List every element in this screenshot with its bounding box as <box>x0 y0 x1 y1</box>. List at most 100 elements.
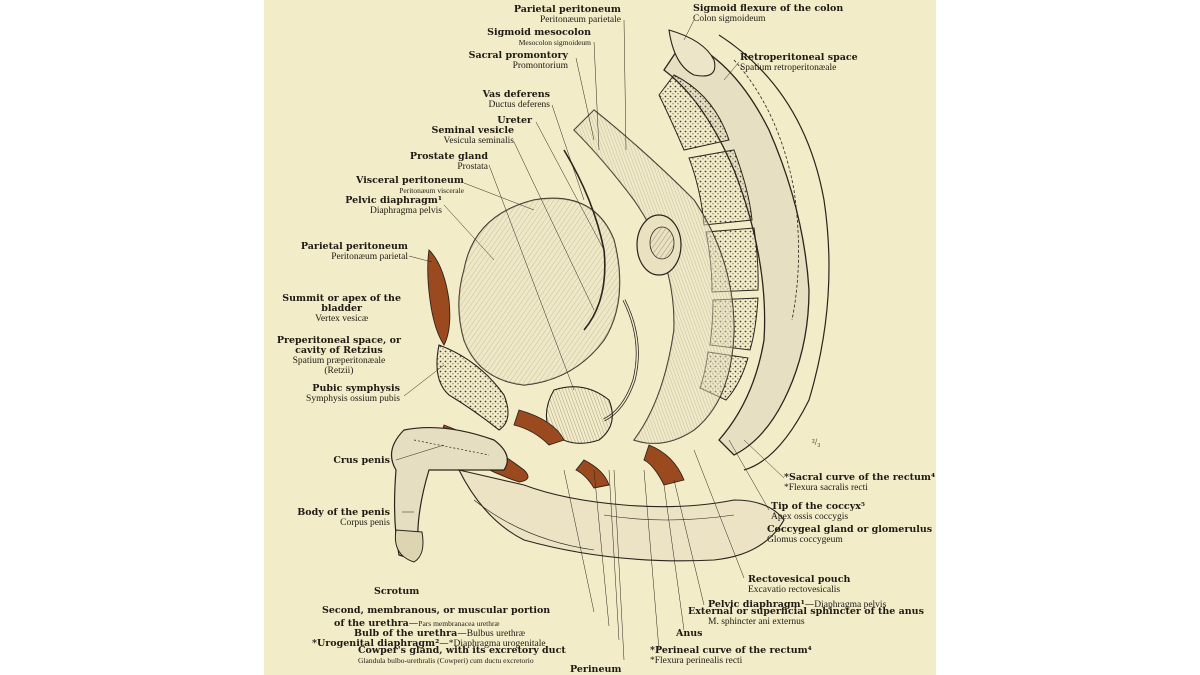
label-sigmoid-mesocolon: Sigmoid mesocolon Mesocolon sigmoideum <box>487 28 591 48</box>
label-en: Parietal peritoneum <box>300 241 408 252</box>
label-en: Cowper's gland, with its excretory duct <box>358 645 566 656</box>
label-en: *Sacral curve of the rectum⁴ <box>784 472 936 483</box>
label-la: Bulbus urethræ <box>466 629 526 639</box>
label-retroperitoneal-space: Retroperitoneal space Spatium retroperit… <box>740 52 858 74</box>
perineal-muscle <box>575 459 610 489</box>
sacral-vertebra-2 <box>688 149 753 226</box>
label-en: Parietal peritoneum <box>513 4 621 15</box>
label-en: Perineum <box>570 664 622 675</box>
label-la: *Flexura sacralis recti <box>784 483 868 493</box>
label-en: Visceral peritoneum <box>355 175 464 186</box>
label-en: *Urogenital diaphragm² <box>312 638 440 649</box>
label-la: Prostata <box>457 162 488 172</box>
label-sigmoid-flexure: Sigmoid flexure of the colon Colon sigmo… <box>693 3 844 25</box>
label-en-2: bladder <box>321 303 363 314</box>
label-urethra-inline: of the urethra—Pars membranacea urethræ <box>334 618 500 629</box>
label-en: Seminal vesicle <box>431 125 514 136</box>
label-la: Mesocolon sigmoideum <box>518 38 591 47</box>
scrotum-thigh <box>457 469 785 562</box>
label-anus: Anus <box>676 629 703 639</box>
label-la: Promontorium <box>512 61 568 71</box>
label-la-2: (Retzii) <box>324 366 354 376</box>
label-en: External or superficial sphincter of the… <box>688 606 924 617</box>
pubic-bone <box>436 344 509 431</box>
label-la: Excavatio rectovesicalis <box>748 585 841 595</box>
label-en: Body of the penis <box>297 507 390 518</box>
bulbospongiosus-muscle <box>513 409 565 446</box>
prostate <box>545 386 613 444</box>
label-la: *Flexura perinealis recti <box>650 656 743 666</box>
label-bulb-urethra: Bulb of the urethra—Bulbus urethræ <box>354 628 526 640</box>
label-en: Retroperitoneal space <box>740 52 858 63</box>
label-en: Anus <box>676 628 703 639</box>
label-vas-deferens: Vas deferens Ductus deferens <box>482 89 550 111</box>
label-la: *Diaphragma urogenitale <box>448 639 546 649</box>
penis <box>390 426 508 559</box>
sacral-vertebra-1 <box>658 74 730 151</box>
label-body-penis: Body of the penis Corpus penis <box>297 507 390 529</box>
label-en: Sigmoid flexure of the colon <box>693 3 844 14</box>
label-en: Scrotum <box>374 586 420 597</box>
label-en-2: of the urethra <box>334 618 409 629</box>
label-en: Sigmoid mesocolon <box>487 27 591 38</box>
label-la: Corpus penis <box>340 518 390 528</box>
label-la: Spatium præperitonæale <box>292 356 386 366</box>
pelvis-sagittal-section-illustration <box>390 19 830 661</box>
label-cowpers-gland: Cowper's gland, with its excretory duct … <box>358 646 566 666</box>
label-en: Summit or apex of the <box>282 293 401 304</box>
label-en: Rectovesical pouch <box>748 574 851 585</box>
leader-lines <box>395 19 785 661</box>
label-en: Sacral promontory <box>468 50 568 61</box>
label-sacral-promontory: Sacral promontory Promontorium <box>468 50 568 72</box>
label-la: Diaphragma pelvis <box>814 600 887 610</box>
label-la: Symphysis ossium pubis <box>306 394 400 404</box>
label-en: Pubic symphysis <box>312 383 400 394</box>
back-skin-line <box>718 34 830 471</box>
label-en-2: cavity of Retzius <box>295 345 383 356</box>
label-en: Prostate gland <box>409 151 488 162</box>
scale-mark: ²/₃ <box>812 437 821 447</box>
label-la: Spatium retroperitonæale <box>740 63 837 73</box>
label-parietal-peritoneum-left: Parietal peritoneum Peritonæum parietal <box>300 241 408 263</box>
label-en: Second, membranous, or muscular portion <box>322 605 551 616</box>
label-preperitoneal-space: Preperitoneal space, or cavity of Retziu… <box>276 335 401 377</box>
label-la: Ductus deferens <box>488 100 550 110</box>
label-la: Colon sigmoideum <box>693 14 766 24</box>
label-parietal-peritoneum-top: Parietal peritoneum Peritonæum parietale <box>513 4 621 26</box>
label-ureter: Ureter <box>497 116 532 126</box>
sigmoid-colon <box>668 29 716 77</box>
label-en: Bulb of the urethra <box>354 628 458 639</box>
label-en: Vas deferens <box>482 89 550 100</box>
label-en: Tip of the coccyx⁵ <box>771 501 866 512</box>
label-la: Pars membranacea urethræ <box>418 619 500 628</box>
label-en: Coccygeal gland or glomerulus <box>767 524 933 535</box>
label-perineum: Perineum <box>570 665 621 675</box>
label-coccygeal-gland: Coccygeal gland or glomerulus Glomus coc… <box>767 524 933 546</box>
label-visceral-peritoneum: Visceral peritoneum Peritonæum viscerale <box>356 176 464 196</box>
label-en: Pelvic diaphragm¹ <box>345 195 442 206</box>
label-la: Diaphragma pelvis <box>369 206 442 216</box>
label-en: Preperitoneal space, or <box>276 335 401 346</box>
label-la: Peritonæum parietal <box>331 252 408 262</box>
label-pelvic-diaphragm-right: Pelvic diaphragm¹—Diaphragma pelvis <box>708 599 887 611</box>
label-urethra-portion: Second, membranous, or muscular portion … <box>322 606 550 629</box>
label-seminal-vesicle: Seminal vesicle Vesicula seminalis <box>431 125 514 147</box>
label-pubic-symphysis: Pubic symphysis Symphysis ossium pubis <box>306 383 400 405</box>
label-sacral-curve: *Sacral curve of the rectum⁴ *Flexura sa… <box>784 472 936 494</box>
sphincter-ani-muscle <box>643 444 685 486</box>
spinal-canal <box>733 59 799 321</box>
label-la: Peritonæum viscerale <box>399 186 464 195</box>
pubic-muscle-band <box>427 249 451 346</box>
label-la: Vertex vesicæ <box>315 314 369 324</box>
label-en: Ureter <box>497 115 532 126</box>
anatomical-plate: Parietal peritoneum Peritonæum parietale… <box>264 0 936 675</box>
label-la: Glomus coccygeum <box>767 535 843 545</box>
label-pelvic-diaphragm-left: Pelvic diaphragm¹ Diaphragma pelvis <box>345 195 442 217</box>
label-crus-penis: Crus penis <box>333 456 390 466</box>
label-la: Glandula bulbo-urethralis (Cowperi) cum … <box>358 656 534 665</box>
label-en: *Perineal curve of the rectum⁴ <box>650 645 812 656</box>
glans <box>394 529 424 563</box>
label-summit-bladder: Summit or apex of the bladder Vertex ves… <box>282 293 401 325</box>
label-external-sphincter: External or superficial sphincter of the… <box>688 606 924 628</box>
label-la: Vesicula seminalis <box>443 136 514 146</box>
